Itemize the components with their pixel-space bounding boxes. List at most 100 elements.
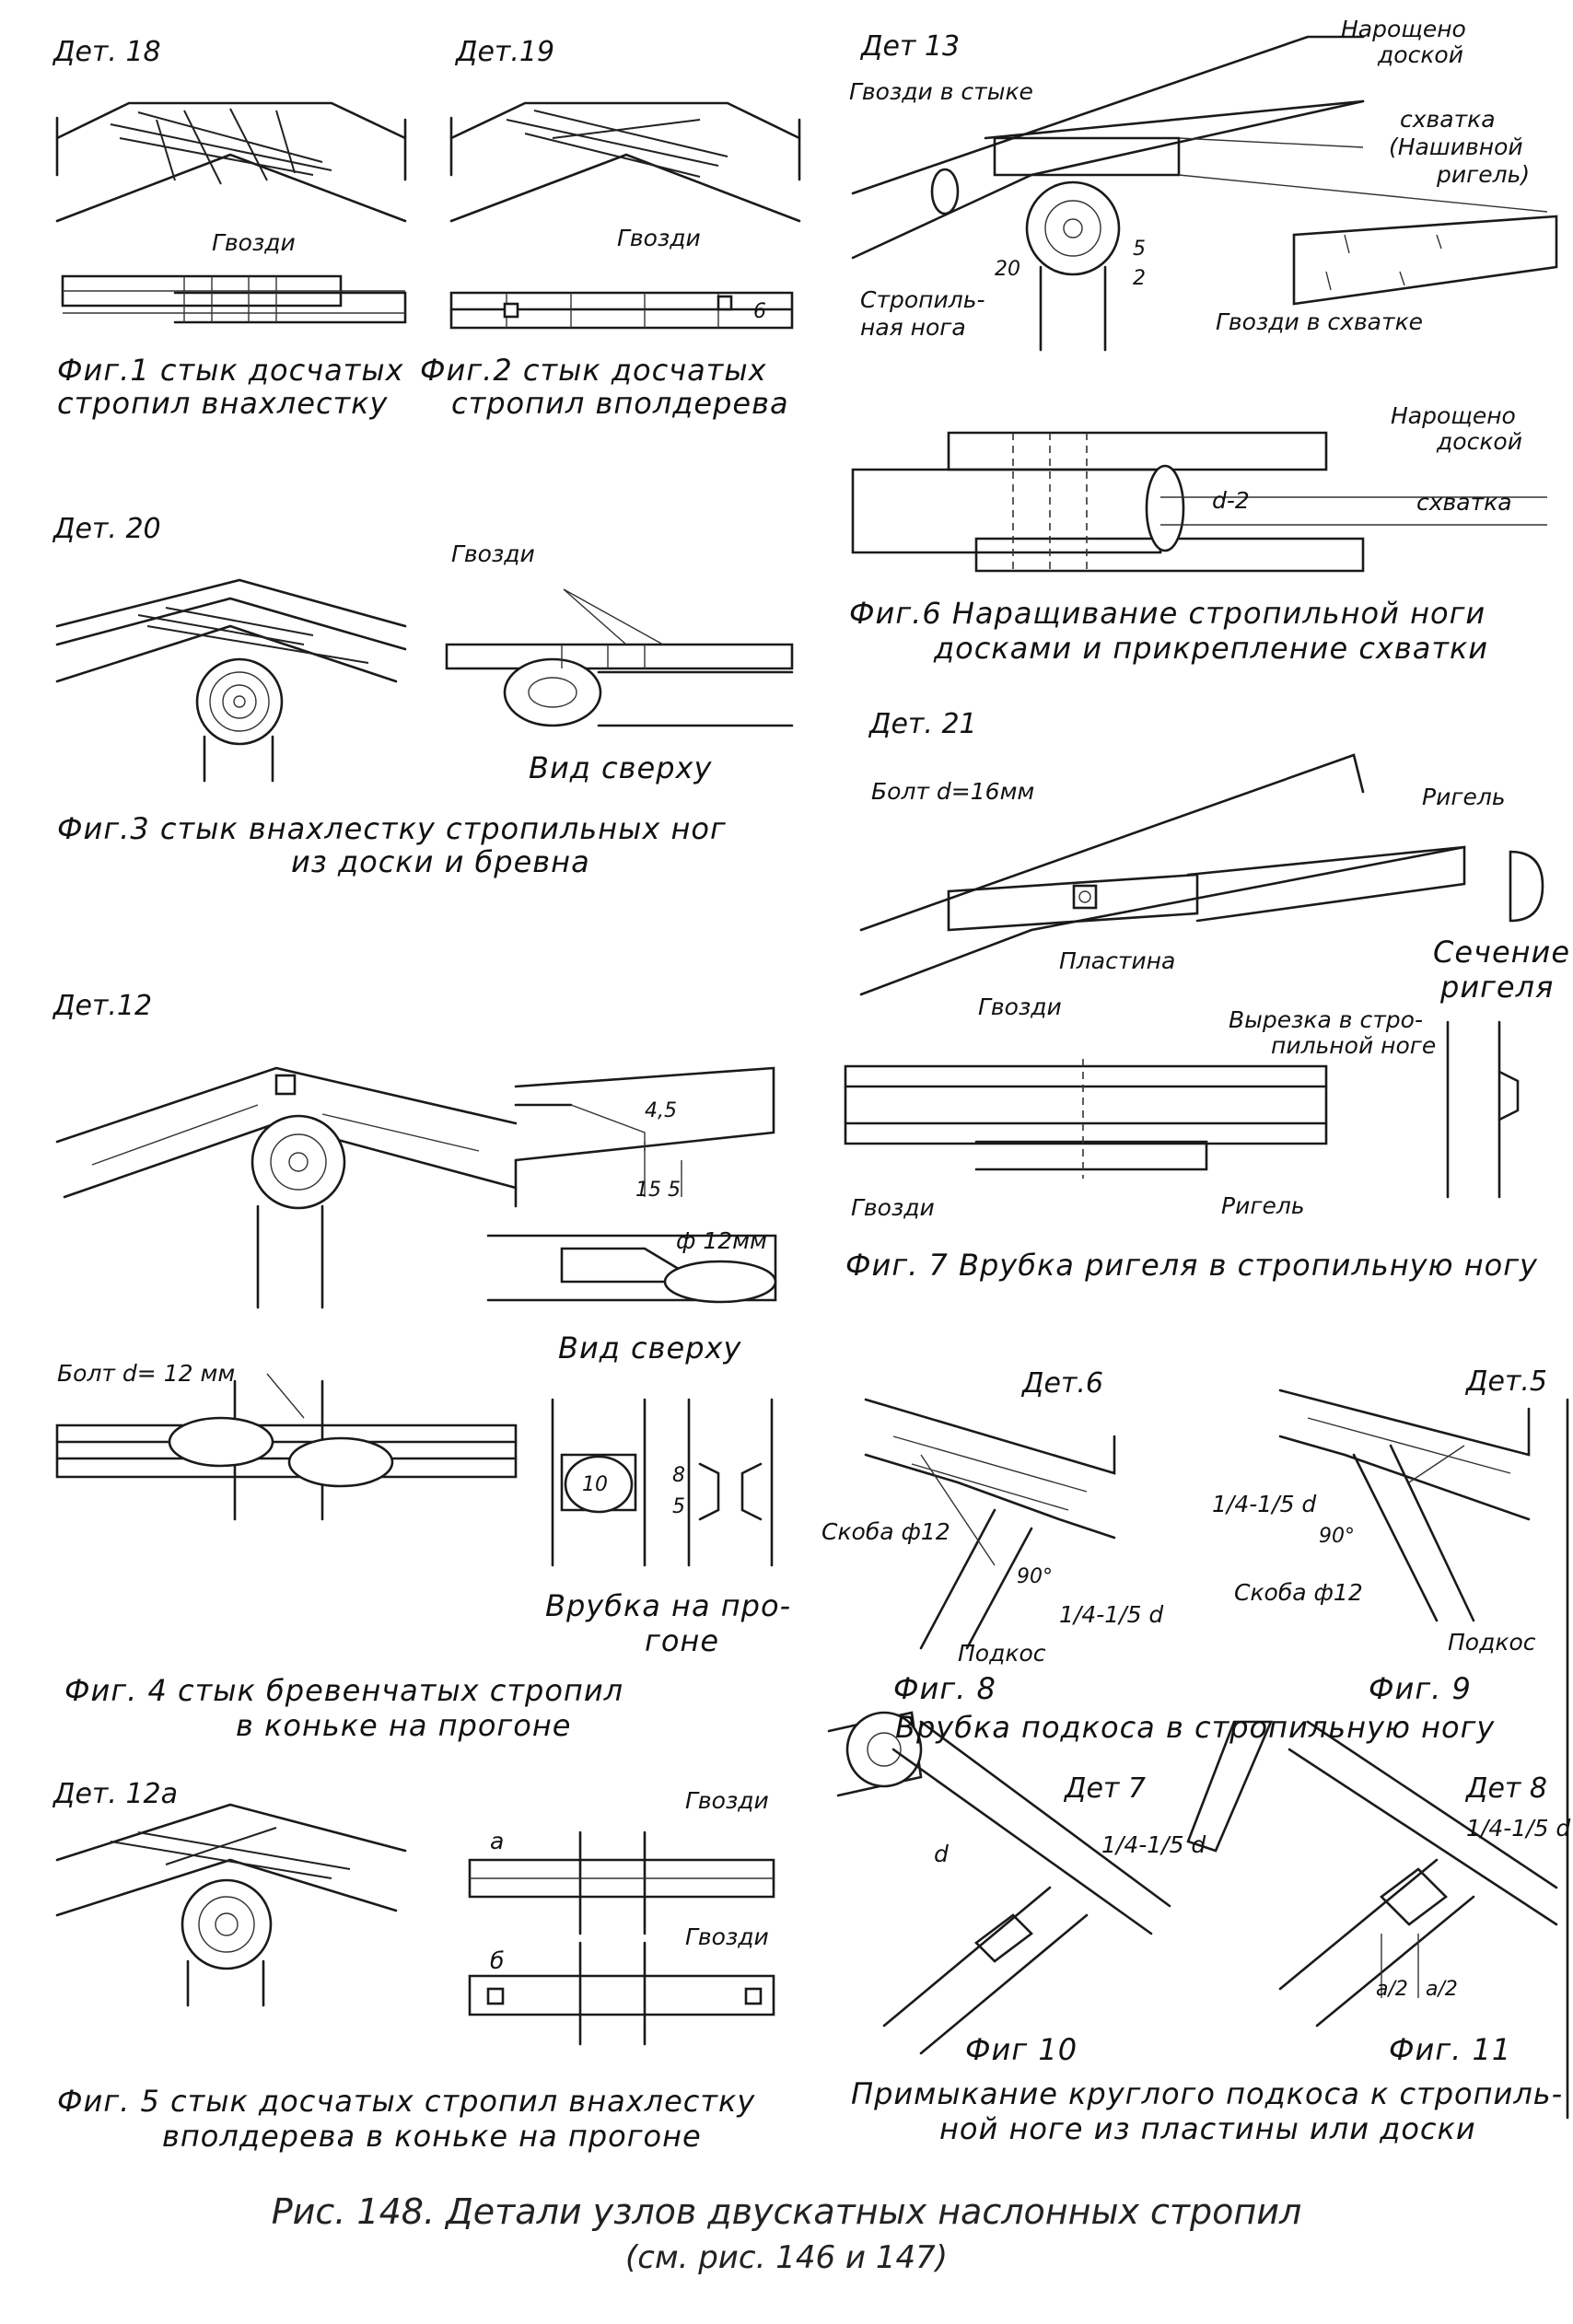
plate-label: Пластина bbox=[1059, 947, 1176, 974]
dim-20-label: 20 bbox=[995, 258, 1020, 281]
dim-4-5-label: 4,5 bbox=[645, 1099, 677, 1122]
dim-8-label: 8 bbox=[672, 1464, 685, 1487]
bolt-12mm-label: Болт d= 12 мм bbox=[57, 1360, 236, 1387]
fig4-caption-line2: в коньке на прогоне bbox=[236, 1708, 572, 1743]
fig11-brace bbox=[1186, 1720, 1558, 2028]
det20-label: Дет. 20 bbox=[53, 513, 161, 545]
fig11-caption: Фиг. 11 bbox=[1389, 2032, 1512, 2067]
fig6-side-view bbox=[851, 35, 1558, 352]
nails-label-fig5b: Гвозди bbox=[685, 1923, 769, 1950]
fig6-plan-view bbox=[851, 431, 1547, 573]
fig4-caption-line1: Фиг. 4 стык бревенчатых стропил bbox=[64, 1673, 624, 1708]
rafter-cutout-label-1: Вырезка в стро- bbox=[1229, 1006, 1423, 1033]
bolt-16mm-label: Болт d=16мм bbox=[871, 778, 1035, 805]
rafter-cutout-label-2: пильной ноге bbox=[1271, 1032, 1437, 1059]
crossbar-label-2: Ригель bbox=[1221, 1192, 1305, 1219]
fig2-gable-view bbox=[449, 101, 801, 223]
fig2-plan-view bbox=[449, 291, 794, 330]
det7-label: Дет 7 bbox=[1065, 1772, 1146, 1805]
tie-label: схватка bbox=[1400, 106, 1496, 133]
det19-label: Дет.19 bbox=[456, 36, 555, 68]
fig3-caption-line2: из доски и бревна bbox=[291, 844, 590, 879]
det5-label: Дет.5 bbox=[1466, 1365, 1547, 1398]
fig10-11-caption-line2: ной ноге из пластины или доски bbox=[939, 2111, 1476, 2146]
fig8-brace bbox=[864, 1398, 1116, 1650]
fig1-caption-line2: стропил внахлестку bbox=[57, 386, 389, 421]
purlin-notch-label-2: гоне bbox=[645, 1623, 719, 1658]
fig1-gable-view bbox=[55, 101, 407, 223]
rafter-leg-label-2: ная нога bbox=[860, 314, 966, 341]
brace-label-fig8: Подкос bbox=[958, 1640, 1046, 1667]
fig6-caption-line2: досками и прикрепление схватки bbox=[934, 631, 1489, 666]
fig3-plan-view bbox=[445, 588, 794, 727]
nails-label-fig3: Гвозди bbox=[451, 540, 535, 567]
nails-label-fig2: Гвозди bbox=[617, 225, 701, 251]
dim-2-label: 2 bbox=[1133, 267, 1146, 290]
nails-label-fig5a: Гвозди bbox=[685, 1787, 769, 1814]
fig2-caption-line1: Фиг.2 стык досчатых bbox=[420, 353, 767, 388]
det13-label: Дет 13 bbox=[861, 30, 961, 63]
quarter-d-fig11: 1/4-1/5 d bbox=[1466, 1815, 1571, 1842]
quarter-d-fig8: 1/4-1/5 d bbox=[1059, 1601, 1164, 1628]
det21-label: Дет. 21 bbox=[869, 708, 977, 740]
d-label-fig10: d bbox=[934, 1841, 949, 1867]
extended-board-label-4: доской bbox=[1437, 428, 1522, 455]
nails-in-joint-label: Гвозди в стыке bbox=[849, 78, 1033, 105]
crossbar-section-label-2: ригеля bbox=[1440, 970, 1555, 1005]
fig6-caption-line1: Фиг.6 Наращивание стропильной ноги bbox=[849, 596, 1486, 631]
fig2-caption-line2: стропил вполдерева bbox=[451, 386, 789, 421]
quarter-d-fig9: 1/4-1/5 d bbox=[1212, 1491, 1317, 1517]
rafter-leg-label-1: Стропиль- bbox=[860, 286, 985, 313]
extended-board-label-1: Нарощено bbox=[1341, 16, 1466, 42]
fig8-9-caption: Врубка подкоса в стропильную ногу bbox=[895, 1710, 1496, 1745]
fig9-brace bbox=[1278, 1389, 1531, 1622]
fig5-plan-a bbox=[468, 1830, 775, 1935]
nails-label-fig7a: Гвозди bbox=[978, 994, 1062, 1020]
top-view-label-fig3: Вид сверху bbox=[529, 750, 713, 785]
crossbar-label: Ригель bbox=[1422, 784, 1506, 810]
a-half-left: a/2 bbox=[1376, 1978, 1408, 2001]
extended-board-label-2: доской bbox=[1378, 41, 1463, 68]
det12a-label: Дет. 12а bbox=[53, 1778, 178, 1810]
nailed-crossbar-label-1: (Нашивной bbox=[1389, 134, 1523, 160]
fig1-caption-line1: Фиг.1 стык досчатых bbox=[57, 353, 404, 388]
fig4-purlin-notch bbox=[551, 1398, 774, 1567]
nailed-crossbar-label-2: ригель) bbox=[1437, 161, 1531, 188]
det8-label: Дет 8 bbox=[1466, 1772, 1547, 1805]
fig7-side-view bbox=[859, 753, 1544, 996]
fig10-brace bbox=[827, 1711, 1171, 2055]
fig9-caption: Фиг. 9 bbox=[1369, 1671, 1472, 1706]
fig5-plan-b bbox=[468, 1941, 775, 2046]
brace-label-fig9: Подкос bbox=[1448, 1629, 1536, 1656]
dim-5-label: 5 bbox=[1133, 238, 1146, 261]
fig4-plan-view-bottom bbox=[486, 1234, 777, 1304]
det18-label: Дет. 18 bbox=[53, 36, 161, 68]
dim-5b-label: 5 bbox=[672, 1495, 685, 1518]
det12-label: Дет.12 bbox=[53, 990, 153, 1022]
dim-6-label: 6 bbox=[753, 300, 766, 323]
fig7-caption: Фиг. 7 Врубка ригеля в стропильную ногу bbox=[845, 1248, 1538, 1283]
nails-in-tie-label: Гвозди в схватке bbox=[1216, 308, 1424, 335]
clamp-label-fig9: Скоба ф12 bbox=[1234, 1579, 1363, 1606]
diameter-12mm-label: ф 12мм bbox=[676, 1227, 767, 1254]
fig4-plan-view-top bbox=[514, 1066, 775, 1208]
fig3-side-view bbox=[55, 578, 407, 783]
clamp-label-fig8: Скоба ф12 bbox=[821, 1518, 950, 1545]
nails-label-fig7b: Гвозди bbox=[851, 1194, 935, 1221]
plan-b-label: б bbox=[490, 1947, 505, 1974]
extended-board-label-3: Нарощено bbox=[1391, 402, 1516, 429]
figure-subtitle: (см. рис. 146 и 147) bbox=[625, 2239, 948, 2276]
fig10-caption: Фиг 10 bbox=[965, 2032, 1078, 2067]
dim-10-label: 10 bbox=[582, 1473, 608, 1496]
quarter-d-fig10: 1/4-1/5 d bbox=[1101, 1831, 1206, 1858]
angle-90-fig8: 90° bbox=[1017, 1565, 1053, 1588]
d-minus-2-label: d-2 bbox=[1212, 487, 1250, 514]
plan-a-label: а bbox=[490, 1828, 505, 1854]
fig3-caption-line1: Фиг.3 стык внахлестку стропильных ног bbox=[57, 811, 727, 846]
purlin-notch-label-1: Врубка на про- bbox=[545, 1588, 792, 1623]
top-view-label-fig4: Вид сверху bbox=[558, 1330, 742, 1365]
fig5-side-view bbox=[55, 1803, 407, 2007]
det6-label: Дет.6 bbox=[1022, 1367, 1103, 1400]
fig4-ridge-plan bbox=[55, 1373, 518, 1521]
